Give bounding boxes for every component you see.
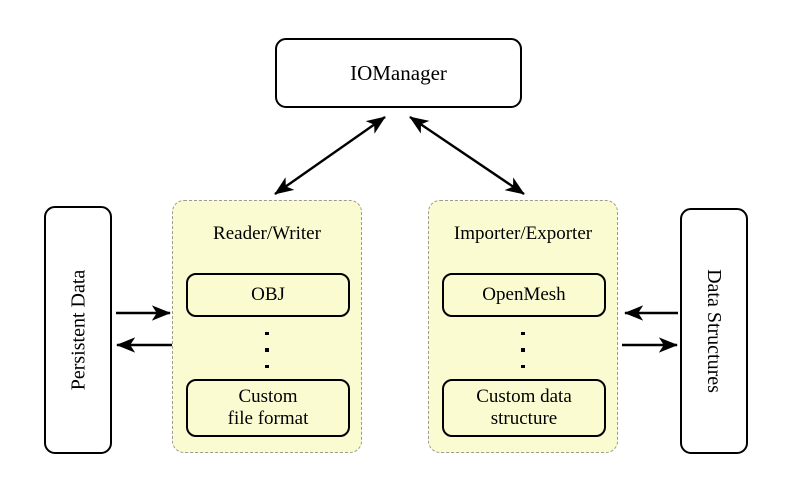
arrow-manager-to-importer-exporter	[409, 116, 525, 195]
item-custom-file-format-line2: file format	[227, 408, 309, 429]
data-structures-box[interactable]: Data Structures	[680, 208, 748, 454]
arrow-manager-to-reader-writer	[274, 116, 386, 195]
panel-importer-exporter[interactable]: Importer/Exporter OpenMesh Custom data s…	[428, 200, 618, 453]
ellipsis-dot	[265, 332, 269, 336]
io-manager-box[interactable]: IOManager	[275, 38, 522, 108]
persistent-data-box[interactable]: Persistent Data	[44, 206, 112, 454]
item-custom-file-format[interactable]: Custom file format	[186, 379, 350, 437]
panel-importer-exporter-title: Importer/Exporter	[453, 223, 593, 244]
ellipsis-dot	[265, 348, 269, 352]
item-custom-file-format-label: Custom file format	[228, 386, 309, 431]
ellipsis-dot	[521, 364, 525, 368]
panel-reader-writer[interactable]: Reader/Writer OBJ Custom file format	[172, 200, 362, 453]
item-openmesh-label: OpenMesh	[482, 283, 566, 305]
ellipsis-dot	[521, 332, 525, 336]
persistent-data-label: Persistent Data	[67, 269, 89, 391]
item-obj-label: OBJ	[251, 283, 285, 305]
panel-reader-writer-title: Reader/Writer	[213, 223, 321, 244]
data-structures-label: Data Structures	[703, 269, 726, 393]
ellipsis-dot	[521, 348, 525, 352]
item-obj[interactable]: OBJ	[186, 273, 350, 317]
item-openmesh[interactable]: OpenMesh	[442, 273, 606, 317]
io-manager-label: IOManager	[350, 60, 447, 85]
item-custom-data-structure-label: Custom data structure	[476, 386, 572, 431]
ellipsis-dot	[265, 364, 269, 368]
item-custom-data-structure-line2: structure	[490, 408, 558, 429]
item-custom-data-structure-line1: Custom data	[476, 385, 572, 407]
item-custom-file-format-line1: Custom	[238, 385, 298, 407]
ellipsis-importer-exporter	[429, 329, 617, 371]
item-custom-data-structure[interactable]: Custom data structure	[442, 379, 606, 437]
ellipsis-reader-writer	[173, 329, 361, 371]
